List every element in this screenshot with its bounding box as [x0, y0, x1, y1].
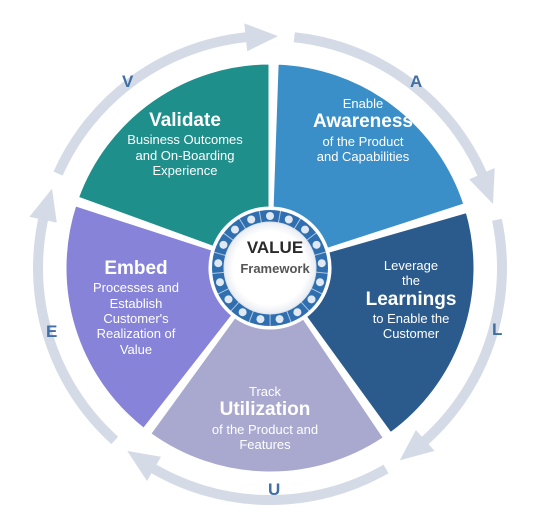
- monitor-icon: [316, 278, 325, 287]
- validate-line-1: Business Outcomes: [127, 132, 243, 148]
- segment-shape-embed: [63, 202, 236, 432]
- utilization-pre: Track: [248, 384, 282, 399]
- keyword-embed: Embed: [104, 258, 168, 279]
- learnings-pre-1: Leverage: [383, 258, 439, 273]
- framework-title: VALUE: [246, 238, 304, 257]
- segment-embed: Embed Processes and Establish Customer's…: [66, 258, 206, 357]
- checkbox-icon: [215, 278, 224, 287]
- gear-icon: [284, 215, 293, 224]
- power-icon: [230, 225, 239, 234]
- icon-ring-divider: [221, 231, 234, 241]
- cycle-arrow-embed: [33, 210, 119, 445]
- segment-shape-awareness: [270, 61, 467, 252]
- screen-icon: [275, 315, 284, 324]
- eye-icon: [307, 295, 316, 304]
- cycle-arrow-learnings: [415, 218, 507, 450]
- rocket-icon: [238, 308, 247, 317]
- coins-icon: [219, 240, 228, 249]
- embed-line-1: Processes and: [93, 280, 179, 296]
- letter-l: L: [492, 320, 503, 339]
- letter-u: U: [268, 480, 281, 499]
- icon-ring-divider: [216, 288, 230, 296]
- segment-validate: Validate Business Outcomes and On-Boardi…: [105, 110, 265, 178]
- segment-awareness: Enable Awareness of the Product and Capa…: [288, 96, 438, 164]
- cycle-arrow-awareness: [293, 32, 490, 183]
- awareness-pre: Enable: [342, 96, 384, 111]
- desktop-icon: [247, 215, 256, 224]
- checklist-icon: [312, 240, 321, 249]
- keyword-learnings: Learnings: [365, 288, 457, 310]
- letter-a: A: [410, 72, 423, 91]
- handshake-icon: [214, 259, 223, 268]
- clipboard-icon: [256, 315, 265, 324]
- segment-shape-utilization: [147, 314, 387, 475]
- learnings-pre-2: the: [401, 273, 421, 289]
- cycle-arrowhead-learnings: [399, 430, 435, 461]
- segment-utilization: Track Utilization of the Product and Fea…: [190, 384, 340, 452]
- embed-line-3: Customer's: [103, 311, 169, 327]
- cycle-arrow-validate: [53, 31, 255, 176]
- bar-chart-icon: [317, 259, 326, 268]
- icon-ring-divider: [277, 208, 282, 223]
- icon-ring-divider: [310, 287, 324, 296]
- segment-shape-learnings: [303, 209, 477, 436]
- awareness-line-2: and Capabilities: [316, 149, 410, 165]
- icon-ring-divider: [315, 271, 330, 274]
- framework-hub: [223, 221, 317, 315]
- cycle-arrowhead-utilization: [127, 450, 161, 482]
- embed-line-4: Realization of: [96, 326, 176, 342]
- cycle-arrows: [29, 23, 507, 505]
- framework-segments: [63, 61, 477, 475]
- cycle-arrowhead-embed: [29, 188, 57, 223]
- icon-ring-divider: [293, 216, 302, 230]
- icon-ring-divider: [258, 208, 262, 223]
- utilization-line-2: Features: [239, 437, 291, 453]
- segment-learnings: Leverage the Learnings to Enable the Cus…: [346, 258, 476, 342]
- letter-e: E: [46, 322, 58, 341]
- learnings-line-1: to Enable the: [372, 311, 450, 327]
- icon-ring-divider: [314, 251, 328, 256]
- learnings-line-2: Customer: [382, 326, 440, 342]
- utilization-line-1: of the Product and: [211, 421, 319, 437]
- keyword-utilization: Utilization: [219, 399, 311, 421]
- keyword-validate: Validate: [149, 110, 221, 131]
- embed-line-2: Establish: [109, 295, 163, 311]
- icon-ring-divider: [247, 310, 254, 325]
- validate-line-3: Experience: [152, 163, 218, 179]
- letter-v: V: [122, 72, 134, 91]
- chart-icon: [301, 225, 310, 234]
- icon-ring-divider: [212, 251, 226, 256]
- icon-ring-divider: [229, 301, 240, 313]
- keyword-awareness: Awareness: [313, 111, 413, 133]
- person-icon: [224, 295, 233, 304]
- awareness-line-1: of the Product: [322, 133, 404, 149]
- segment-shape-validate: [75, 61, 272, 250]
- validate-line-2: and On-Boarding: [135, 147, 235, 163]
- icon-ring-divider: [237, 216, 247, 230]
- framework-subtitle: Framework: [240, 261, 310, 276]
- gear-icon: [266, 212, 274, 220]
- cycle-arrowhead-awareness: [469, 167, 495, 205]
- embed-line-5: Value: [119, 341, 153, 357]
- cycle-arrowhead-validate: [244, 23, 279, 52]
- icon-ring-divider: [306, 231, 319, 241]
- icon-ring-divider: [286, 310, 293, 325]
- cycle-arrow-utilization: [144, 460, 389, 505]
- icon-ring-divider: [210, 271, 225, 275]
- line-chart-icon: [293, 308, 302, 317]
- icon-ring-divider: [300, 301, 311, 313]
